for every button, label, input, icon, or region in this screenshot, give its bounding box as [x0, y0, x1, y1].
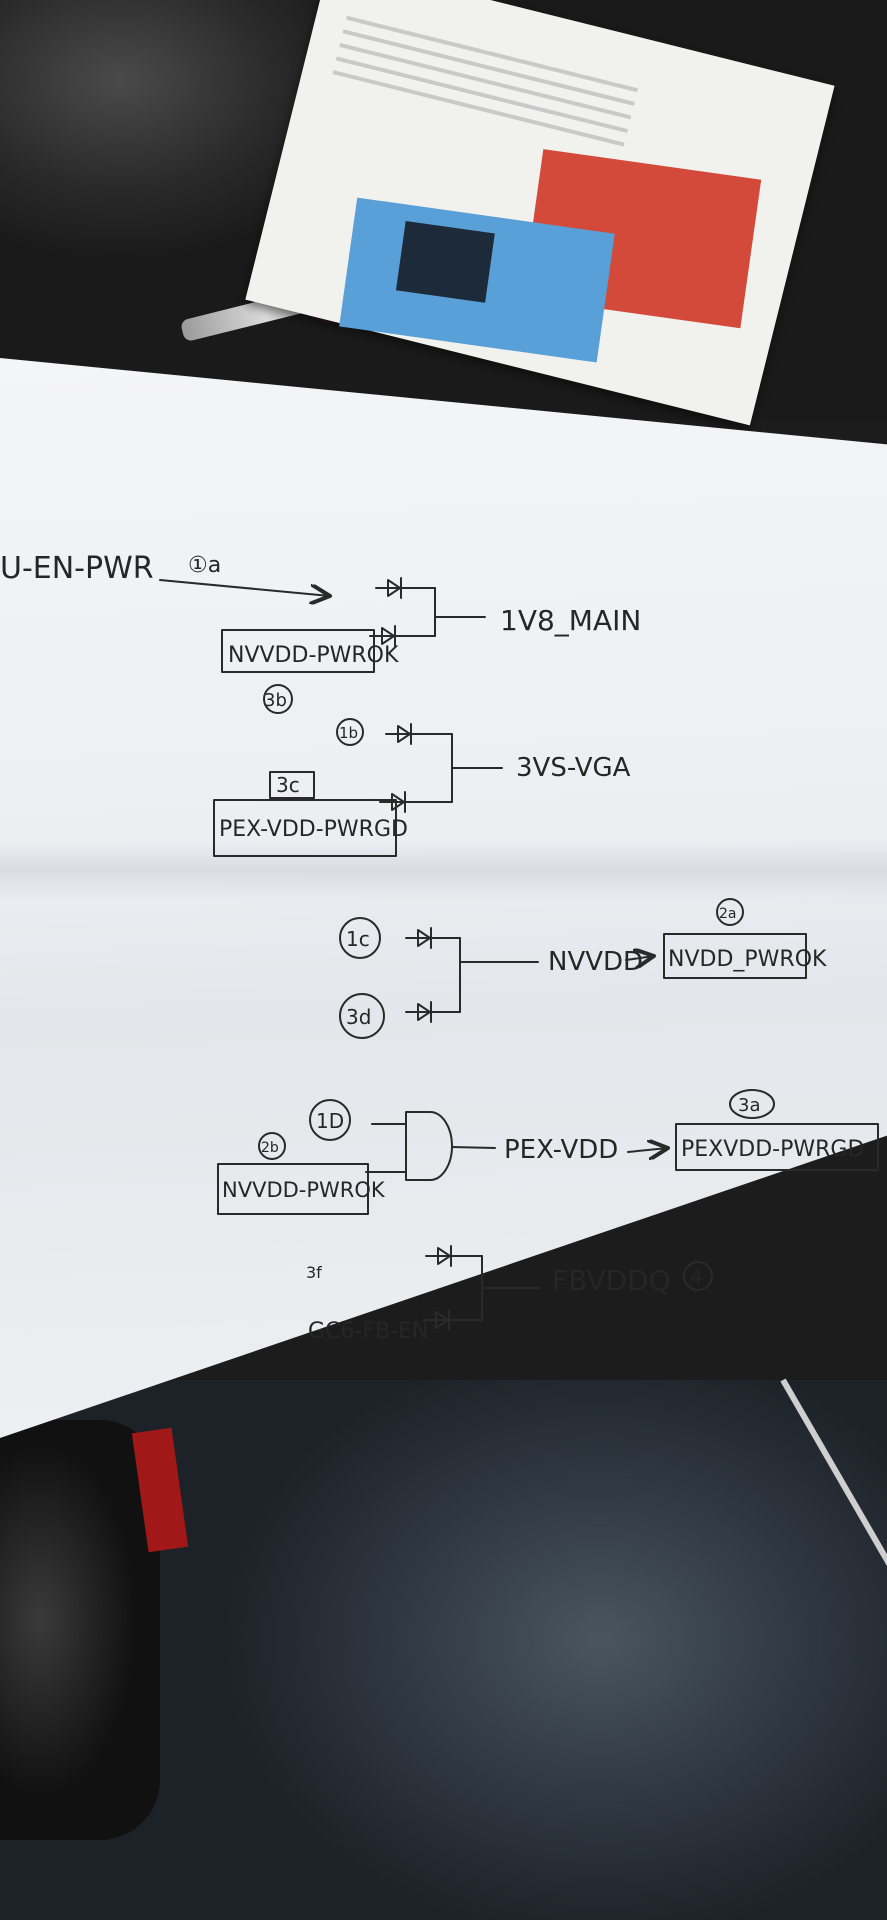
section-3vs-vga: 1b 3VS-VGA 3c PEX-VDD-PWRGD — [213, 718, 631, 857]
output-pex-vdd: PEX-VDD — [504, 1135, 618, 1165]
section-nvvdd: 1c 3d NVVDD 2a NVDD_PWROK — [339, 898, 827, 1039]
output-arrow — [625, 956, 654, 960]
diode-bottom — [405, 1001, 461, 1023]
section-1v8-main: U-EN-PWR ①a 1V8_MAIN NVVDD-PWROK 3b — [0, 551, 641, 714]
box-nvvdd-pwrok-2-label: NVVDD-PWROK — [222, 1178, 386, 1202]
marker-3f: 3f — [306, 1263, 322, 1282]
marker-3a: 3a — [738, 1095, 760, 1116]
marker-1a: ①a — [188, 553, 221, 578]
combine-wire — [434, 587, 486, 637]
and-gate-icon — [405, 1111, 453, 1181]
marker-1b-circle — [336, 718, 364, 746]
diode-bottom — [423, 1309, 483, 1331]
marker-1c-circle — [339, 917, 381, 959]
bag-shadow — [0, 1420, 160, 1840]
box-pex-vdd-pwrgd-label: PEX-VDD-PWRGD — [219, 817, 408, 842]
output-3vs-vga: 3VS-VGA — [516, 753, 631, 783]
marker-2b: 2b — [261, 1140, 279, 1156]
combine-wire — [459, 937, 539, 1013]
marker-4: 4 — [690, 1265, 703, 1289]
signal-arrow — [159, 579, 330, 596]
diode-bottom — [379, 791, 453, 813]
marker-4-circle — [683, 1261, 713, 1291]
section-fbvddq: 3f GC6-FB-EN FBVDDQ 4 — [306, 1245, 713, 1344]
gc6-fb-en-label: GC6-FB-EN — [308, 1319, 428, 1344]
marker-3d: 3d — [346, 1005, 371, 1029]
marker-2a-circle — [716, 898, 744, 926]
marker-2a: 2a — [719, 906, 737, 922]
paper-fold — [0, 840, 887, 900]
diode-top — [375, 577, 436, 599]
combine-wire — [481, 1255, 541, 1321]
marker-1d-circle — [309, 1099, 351, 1141]
marker-2b-circle — [258, 1132, 286, 1160]
marker-1b: 1b — [339, 724, 358, 742]
diode-top — [405, 927, 461, 949]
box-nvvdd-pwrok — [221, 629, 375, 673]
marker-3d-circle — [339, 993, 385, 1039]
output-1v8-main: 1V8_MAIN — [500, 604, 641, 637]
marker-3a-circle — [729, 1089, 775, 1119]
combine-wire — [451, 733, 503, 803]
marker-1d: 1D — [316, 1109, 344, 1133]
output-nvvdd: NVVDD — [548, 947, 643, 977]
box-pexvdd-pwrgd-label: PEXVDD-PWRGD — [681, 1137, 864, 1162]
section-pex-vdd: 1D PEX-VDD 3a PEXVDD-PWRGD 2b NVVDD-PWRO… — [217, 1089, 879, 1215]
marker-3b: 3b — [264, 690, 287, 711]
box-nvdd-pwrok — [663, 933, 807, 979]
diode-top — [425, 1245, 483, 1267]
marker-1c: 1c — [346, 927, 370, 951]
marker-3c: 3c — [276, 773, 300, 797]
diode-bottom — [369, 625, 436, 647]
diode-top — [385, 723, 453, 745]
box-nvvdd-pwrok-label: NVVDD-PWROK — [228, 643, 399, 668]
box-nvvdd-pwrok-2 — [217, 1163, 369, 1215]
output-fbvddq: FBVDDQ — [552, 1264, 671, 1297]
box-pex-vdd-pwrgd — [213, 799, 397, 857]
box-pexvdd-pwrgd — [675, 1123, 879, 1171]
output-arrow — [627, 1148, 668, 1152]
u-en-pwr-label: U-EN-PWR — [0, 551, 154, 586]
and-output-wire — [451, 1146, 496, 1149]
marker-3c-box — [269, 771, 315, 799]
marker-3b-circle — [263, 684, 293, 714]
box-nvdd-pwrok-label: NVDD_PWROK — [668, 947, 827, 972]
